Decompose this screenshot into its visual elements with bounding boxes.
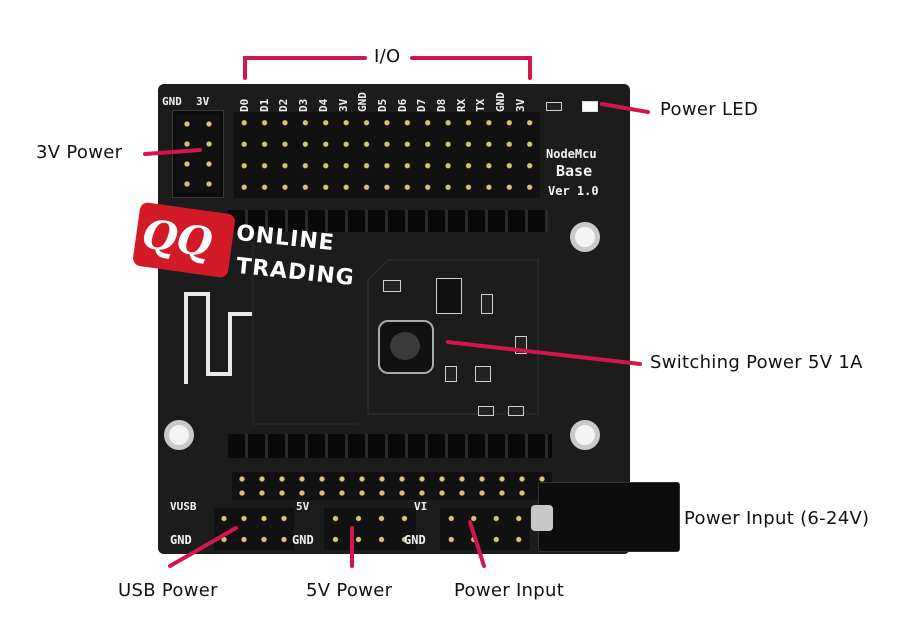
silk-gnd-top: GND — [162, 95, 182, 108]
antenna-trace — [184, 244, 539, 425]
line-usb-power — [168, 526, 238, 568]
mounting-hole-bottom-left — [164, 420, 194, 450]
silk-version: Ver 1.0 — [548, 184, 599, 198]
power-input-pins — [440, 508, 530, 550]
smd-part-2 — [481, 294, 493, 314]
smd-part-6 — [478, 406, 494, 416]
silk-gnd-bottom-2: GND — [292, 533, 314, 547]
usb-power-pins — [214, 508, 294, 550]
lower-female-header — [228, 434, 552, 458]
callout-3v-power: 3V Power — [36, 142, 123, 163]
power-led-resistor — [546, 102, 562, 111]
silk-5v: 5V — [296, 500, 310, 513]
callout-power-led: Power LED — [660, 99, 759, 120]
silk-vusb: VUSB — [170, 500, 197, 513]
line-3v-power — [143, 148, 202, 156]
callout-5v-power: 5V Power — [306, 580, 393, 601]
upper-female-header — [228, 210, 548, 232]
smd-part-1 — [383, 280, 401, 292]
smd-part-4 — [445, 366, 457, 382]
power-led — [582, 101, 598, 112]
io-bracket-left — [243, 56, 367, 80]
five-v-power-pins — [324, 508, 416, 550]
regulator-ic — [436, 278, 462, 314]
silk-gnd-bottom-1: GND — [170, 533, 192, 547]
callout-switching-power: Switching Power 5V 1A — [650, 352, 863, 373]
io-bracket-right — [410, 56, 532, 80]
silk-vi: VI — [414, 500, 428, 513]
io-pin-field — [234, 112, 540, 198]
smd-part-5 — [475, 366, 491, 382]
mounting-hole-top-right — [570, 222, 600, 252]
callout-power-input-jack: Power Input (6-24V) — [684, 508, 870, 529]
three-v-pins — [176, 114, 220, 194]
smd-part-7 — [508, 406, 524, 416]
inductor — [378, 320, 434, 374]
line-power-led — [600, 102, 650, 114]
silk-3v-top: 3V — [196, 95, 210, 108]
callout-io: I/O — [374, 46, 401, 67]
lower-pin-row — [232, 472, 552, 500]
line-power-input — [468, 520, 486, 568]
line-switching-power — [446, 340, 642, 366]
callout-usb-power: USB Power — [118, 580, 218, 601]
callout-power-input: Power Input — [454, 580, 565, 601]
silk-board-name-2: Base — [556, 162, 593, 180]
nodemcu-base-board — [158, 84, 680, 554]
silk-board-name-1: NodeMcu — [546, 147, 597, 161]
mounting-hole-bottom-right — [570, 420, 600, 450]
silk-gnd-bottom-3: GND — [404, 533, 426, 547]
dc-power-jack — [531, 482, 680, 552]
